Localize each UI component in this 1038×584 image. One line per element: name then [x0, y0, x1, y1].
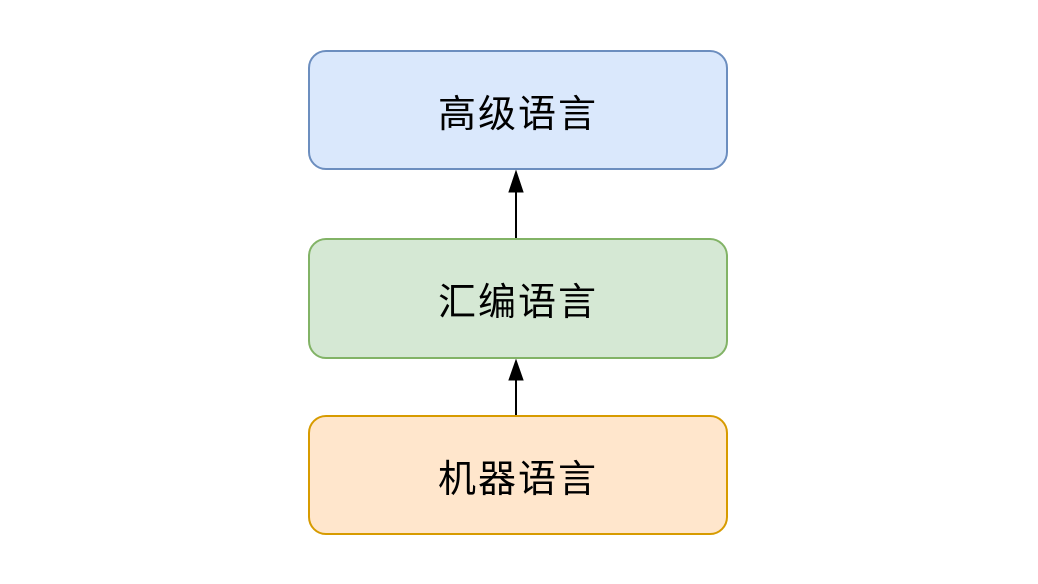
- arrow-assembly-to-high-level: [508, 170, 524, 239]
- arrowhead-up-icon: [508, 359, 524, 381]
- arrowhead-up-icon: [508, 170, 524, 193]
- node-high-level-language-label: 高级语言: [437, 93, 598, 136]
- arrow-machine-to-assembly: [508, 359, 524, 416]
- node-machine-language-label: 机器语言: [437, 458, 598, 501]
- node-machine-language: 机器语言: [308, 415, 728, 535]
- node-assembly-language-label: 汇编语言: [437, 282, 598, 324]
- node-high-level-language: 高级语言: [308, 50, 728, 170]
- node-assembly-language: 汇编语言: [308, 238, 728, 359]
